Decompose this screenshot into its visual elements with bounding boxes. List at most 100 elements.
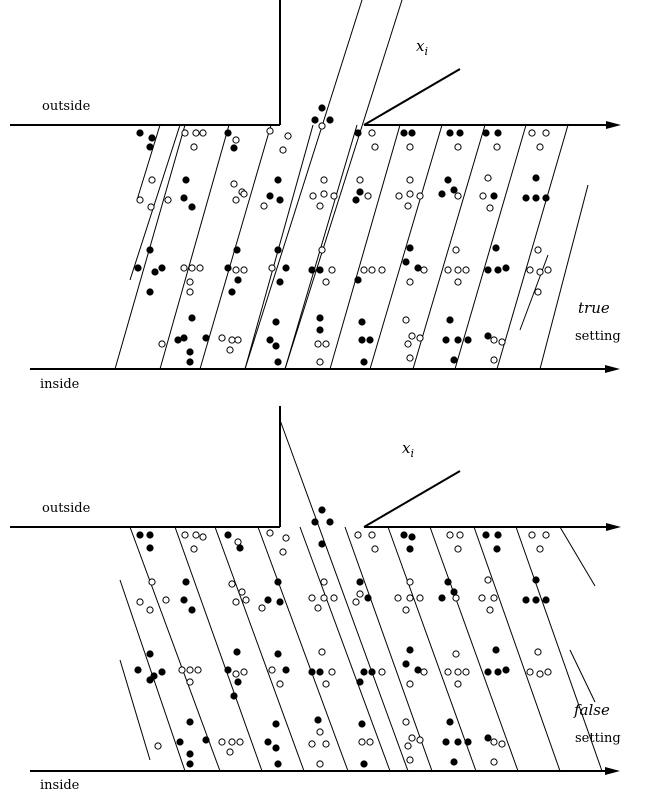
wedge-line (363, 68, 461, 126)
hollow-particle-dot (148, 176, 156, 184)
filled-particle-dot (326, 116, 334, 124)
filled-particle-dot (446, 718, 454, 726)
stripe-line (344, 526, 433, 772)
hollow-particle-dot (484, 576, 492, 584)
hollow-particle-dot (226, 346, 234, 354)
hollow-particle-dot (186, 278, 194, 286)
filled-particle-dot (233, 246, 241, 254)
filled-particle-dot (158, 264, 166, 272)
filled-particle-dot (454, 738, 462, 746)
filled-particle-dot (180, 194, 188, 202)
filled-particle-dot (492, 646, 500, 654)
particle-dots (134, 506, 552, 768)
hollow-particle-dot (258, 604, 266, 612)
stripe-line (329, 124, 401, 370)
hollow-particle-dot (320, 578, 328, 586)
stripe-line (539, 184, 589, 370)
outside-label: outside (42, 99, 91, 114)
filled-particle-dot (272, 342, 280, 350)
setting-word: false (573, 701, 610, 719)
hollow-particle-dot (188, 264, 196, 272)
filled-particle-dot (308, 266, 316, 274)
hollow-particle-dot (268, 666, 276, 674)
hollow-particle-dot (528, 129, 536, 137)
hollow-particle-dot (406, 143, 414, 151)
filled-particle-dot (266, 336, 274, 344)
filled-particle-dot (364, 594, 372, 602)
filled-particle-dot (532, 596, 540, 604)
stripe-line (244, 0, 363, 370)
filled-particle-dot (276, 196, 284, 204)
hollow-particle-dot (402, 316, 410, 324)
hollow-particle-dot (147, 203, 155, 211)
filled-particle-dot (442, 336, 450, 344)
hollow-particle-dot (479, 192, 487, 200)
filled-particle-dot (446, 129, 454, 137)
filled-particle-dot (180, 596, 188, 604)
filled-particle-dot (406, 244, 414, 252)
hollow-particle-dot (366, 738, 374, 746)
hollow-particle-dot (154, 742, 162, 750)
filled-particle-dot (408, 533, 416, 541)
hollow-particle-dot (368, 129, 376, 137)
hollow-particle-dot (318, 122, 326, 130)
filled-particle-dot (532, 174, 540, 182)
wedge-variable-label: xi (416, 37, 428, 58)
hollow-particle-dot (322, 340, 330, 348)
hollow-particle-dot (526, 266, 534, 274)
hollow-particle-dot (316, 202, 324, 210)
inside-label: inside (40, 377, 80, 392)
hollow-particle-dot (454, 266, 462, 274)
filled-particle-dot (228, 288, 236, 296)
filled-particle-dot (146, 676, 154, 684)
hollow-particle-dot (406, 756, 414, 764)
hollow-particle-dot (454, 680, 462, 688)
filled-particle-dot (274, 246, 282, 254)
hollow-particle-dot (322, 278, 330, 286)
filled-particle-dot (316, 668, 324, 676)
hollow-particle-dot (186, 666, 194, 674)
hollow-particle-dot (228, 580, 236, 588)
filled-particle-dot (450, 186, 458, 194)
hollow-particle-dot (402, 718, 410, 726)
hollow-particle-dot (498, 740, 506, 748)
filled-particle-dot (158, 668, 166, 676)
hollow-particle-dot (406, 176, 414, 184)
hollow-particle-dot (528, 531, 536, 539)
filled-particle-dot (151, 268, 159, 276)
hollow-particle-dot (416, 594, 424, 602)
hollow-particle-dot (186, 288, 194, 296)
filled-particle-dot (176, 738, 184, 746)
filled-particle-dot (224, 264, 232, 272)
filled-particle-dot (202, 334, 210, 342)
filled-particle-dot (360, 358, 368, 366)
filled-particle-dot (266, 192, 274, 200)
filled-particle-dot (484, 332, 492, 340)
filled-particle-dot (414, 666, 422, 674)
hollow-particle-dot (260, 202, 268, 210)
filled-particle-dot (202, 736, 210, 744)
filled-particle-dot (318, 506, 326, 514)
filled-particle-dot (444, 176, 452, 184)
hollow-particle-dot (232, 196, 240, 204)
stripe-line (569, 649, 596, 703)
hollow-particle-dot (360, 266, 368, 274)
filled-particle-dot (366, 336, 374, 344)
filled-particle-dot (464, 738, 472, 746)
hollow-particle-dot (232, 136, 240, 144)
hollow-particle-dot (320, 190, 328, 198)
filled-particle-dot (358, 318, 366, 326)
hollow-particle-dot (148, 578, 156, 586)
hollow-particle-dot (478, 594, 486, 602)
filled-particle-dot (356, 578, 364, 586)
filled-particle-dot (134, 264, 142, 272)
filled-particle-dot (354, 129, 362, 137)
filled-particle-dot (484, 266, 492, 274)
setting-word: true (578, 299, 610, 317)
filled-particle-dot (224, 129, 232, 137)
filled-particle-dot (274, 760, 282, 768)
hollow-particle-dot (354, 531, 362, 539)
filled-particle-dot (356, 188, 364, 196)
filled-particle-dot (400, 129, 408, 137)
filled-particle-dot (494, 129, 502, 137)
